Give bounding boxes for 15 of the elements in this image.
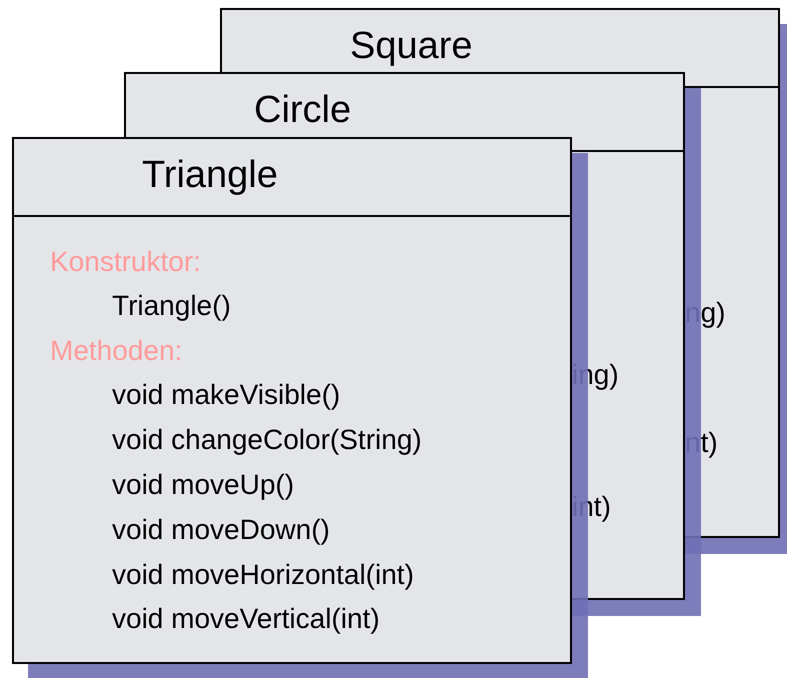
class-name: Square (350, 24, 473, 68)
method-signature: void moveDown() (112, 513, 330, 547)
class-box (220, 8, 780, 72)
section-label: Konstruktor: (50, 245, 201, 279)
class-box (12, 137, 572, 664)
method-signature: Triangle() (112, 289, 231, 323)
method-signature: void changeColor(String) (112, 423, 422, 457)
section-label: Methoden: (50, 334, 182, 368)
class-box (124, 72, 685, 137)
class-name: Triangle (142, 153, 278, 197)
method-signature: void moveHorizontal(int) (112, 558, 414, 592)
method-signature: void makeVisible() (112, 378, 340, 412)
method-signature: void moveVertical(int) (112, 602, 380, 636)
method-signature: void moveUp() (112, 468, 294, 502)
class-name: Circle (254, 88, 352, 132)
